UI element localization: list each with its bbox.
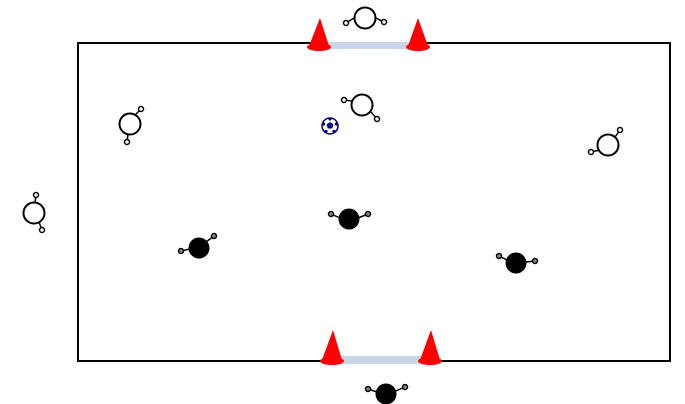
top-goal-left-cone bbox=[307, 18, 331, 51]
player-white bbox=[344, 8, 387, 29]
top-goal-right-cone bbox=[406, 18, 430, 51]
bottom-goal-bar bbox=[339, 356, 429, 364]
player-black bbox=[366, 384, 408, 404]
soccer-ball-icon bbox=[322, 117, 338, 134]
player-white bbox=[24, 193, 45, 233]
field-boundary bbox=[78, 43, 670, 361]
top-goal-bar bbox=[326, 42, 420, 49]
